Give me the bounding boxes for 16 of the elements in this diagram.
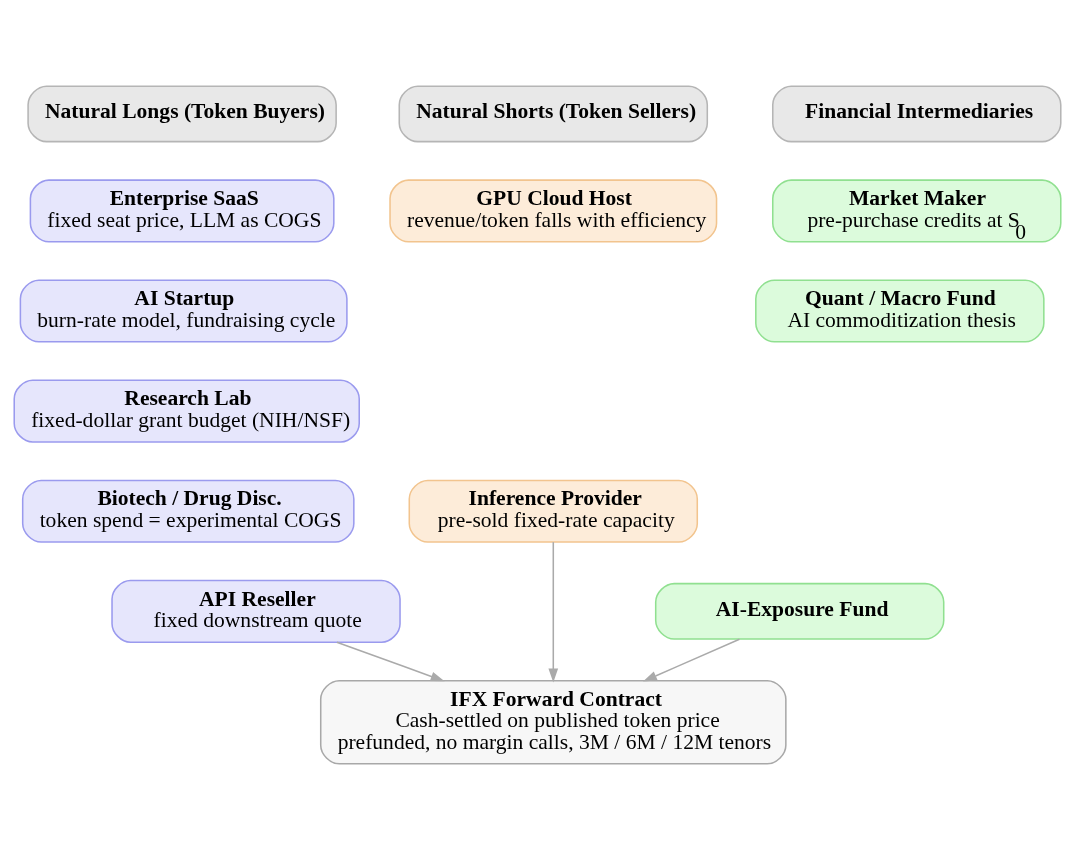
node-box: Natural Shorts (Token Sellers) [398, 85, 709, 143]
node-box: Quant / Macro Fund AI commoditization thesis [755, 279, 1045, 343]
arrow [548, 541, 559, 683]
arrow [336, 641, 445, 682]
node-box: IFX Forward Contract Cash-settled on published token price prefunded, no margin calls, 3M / 6M / 12M tenors [319, 679, 787, 765]
node-box: Natural Longs (Token Buyers) [27, 85, 337, 143]
node-box: AI-Exposure Fund [654, 582, 945, 640]
node-box: GPU Cloud Host revenue/token falls with efficiency [389, 179, 718, 243]
node-box: Financial Intermediaries [772, 85, 1062, 143]
node-box: Enterprise SaaS fixed seat price, LLM as COGS [29, 179, 335, 243]
node-box: API Reseller fixed downstream quote [111, 579, 401, 643]
node-box: Research Lab fixed-dollar grant budget (NIH/NSF) [13, 379, 360, 443]
node-box: AI Startup burn-rate model, fundraising cycle [19, 279, 348, 343]
node-box: Biotech / Drug Disc. token spend = experimental COGS [21, 479, 355, 543]
arrow [643, 638, 741, 682]
node-box: Inference Provider pre-sold fixed-rate capacity [408, 479, 699, 543]
